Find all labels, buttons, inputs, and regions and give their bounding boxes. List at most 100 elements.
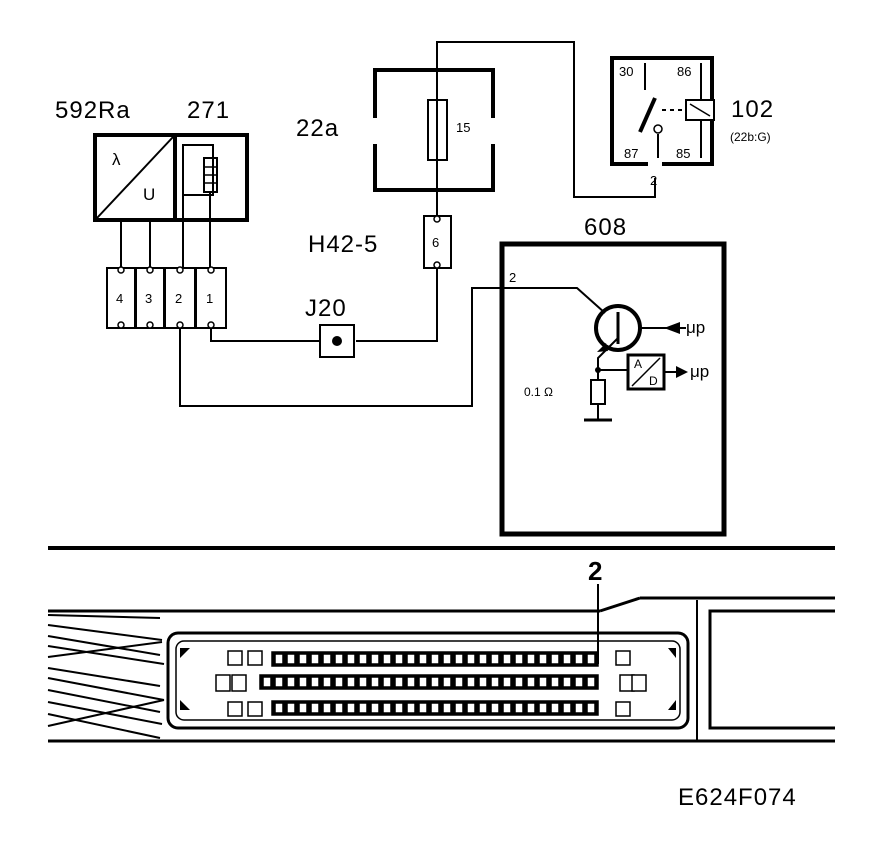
connector-pin [274, 653, 284, 665]
connector-pin [478, 653, 488, 665]
adc-a: A [634, 357, 642, 371]
connector-pin [262, 676, 272, 688]
connector-pin [454, 676, 464, 688]
connector-h42-5: 6 [423, 215, 452, 269]
connector-pin [562, 653, 572, 665]
connector-pin [382, 676, 392, 688]
connector-pin [310, 702, 320, 714]
connector-pin [574, 653, 584, 665]
connector-pin [382, 653, 392, 665]
sensor-connector: 4 3 2 1 [106, 266, 227, 329]
connector-pin [322, 653, 332, 665]
ecu-608: 2 A D μp μp 0.1 Ω [499, 241, 727, 537]
wire-heater-control [179, 287, 606, 407]
connector-pin [466, 653, 476, 665]
relay-pin-2: 2 [650, 173, 657, 188]
ecu-connector-housing [47, 596, 835, 743]
connector-pin [538, 702, 548, 714]
connector-pin [286, 676, 296, 688]
connector-pin [550, 702, 560, 714]
connector-pin [298, 702, 308, 714]
connector-key [631, 674, 647, 692]
connector-pin [322, 702, 332, 714]
connector-pin [322, 676, 332, 688]
connector-pin [334, 676, 344, 688]
connector-pin [574, 702, 584, 714]
connector-pin [490, 653, 500, 665]
connector-pin [466, 676, 476, 688]
connector-key [227, 650, 243, 666]
relay-pin-86: 86 [677, 64, 691, 79]
connector-pin [478, 676, 488, 688]
connector-pin [274, 702, 284, 714]
connector-pin-rows [215, 650, 647, 717]
relay-pin-87: 87 [624, 146, 638, 161]
connector-pin [394, 676, 404, 688]
connector-pin [394, 702, 404, 714]
pin-1-label: 1 [206, 291, 213, 306]
lambda-symbol: λ [112, 150, 121, 169]
connector-pin [502, 653, 512, 665]
label-h42-5: H42-5 [308, 231, 378, 258]
connector-key [247, 701, 263, 717]
label-271: 271 [187, 97, 230, 124]
connector-pin [454, 653, 464, 665]
connector-pin [310, 676, 320, 688]
connector-pin [334, 653, 344, 665]
connector-pin [442, 702, 452, 714]
connector-pin [406, 702, 416, 714]
label-22a: 22a [296, 115, 339, 142]
micro-output-2: μp [690, 362, 709, 381]
label-102: 102 [731, 96, 774, 123]
connector-pin [574, 676, 584, 688]
pin-3-label: 3 [145, 291, 152, 306]
connector-key [615, 701, 631, 717]
connector-pin [562, 676, 572, 688]
connector-pin [346, 653, 356, 665]
fuse-wires [436, 41, 656, 216]
connector-pin [586, 702, 596, 714]
connector-pin [298, 653, 308, 665]
connector-pin [334, 702, 344, 714]
connector-pin [490, 676, 500, 688]
oxygen-sensor-592ra: λ U [93, 133, 177, 222]
pin-callout: 2 [588, 556, 602, 586]
connector-key [227, 701, 243, 717]
connector-pin [286, 653, 296, 665]
connector-pin [274, 676, 284, 688]
connector-pin [526, 653, 536, 665]
fuse-box-22a: 15 [373, 68, 495, 192]
connector-pin [586, 676, 596, 688]
connector-pin [586, 653, 596, 665]
label-relay-note: (22b:G) [730, 130, 771, 144]
connector-pin [358, 702, 368, 714]
connector-pin [526, 702, 536, 714]
label-j20: J20 [305, 295, 347, 322]
connector-pin [490, 702, 500, 714]
connector-pin [502, 702, 512, 714]
figure-code: E624F074 [678, 784, 797, 811]
label-608: 608 [584, 214, 627, 241]
connector-pin [514, 676, 524, 688]
connector-pin [538, 676, 548, 688]
connector-pin [442, 676, 452, 688]
pin-4-label: 4 [116, 291, 123, 306]
h42-5-pin-label: 6 [432, 235, 439, 250]
connector-pin [454, 702, 464, 714]
ecu-pin-2: 2 [509, 270, 516, 285]
connector-pin [418, 702, 428, 714]
connector-pin [550, 653, 560, 665]
wire-heater-feed [210, 268, 438, 342]
connector-pin [406, 676, 416, 688]
connector-pin [430, 676, 440, 688]
connector-pin [298, 676, 308, 688]
connector-pin [370, 676, 380, 688]
voltage-symbol: U [143, 185, 155, 204]
pin-row-frame [259, 674, 599, 690]
fuse-number: 15 [456, 120, 470, 135]
connector-pin [538, 653, 548, 665]
connector-pin [430, 653, 440, 665]
relay-pin-85: 85 [676, 146, 690, 161]
connector-pin [550, 676, 560, 688]
